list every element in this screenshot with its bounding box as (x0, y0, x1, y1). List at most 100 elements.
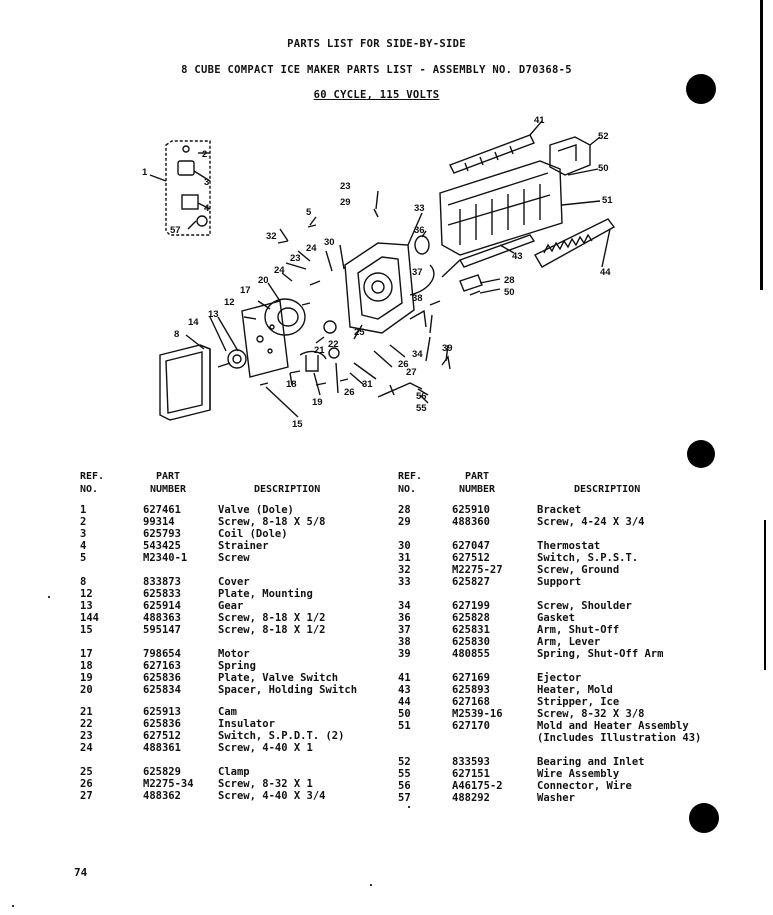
callout-8: 8 (174, 329, 179, 340)
ref-cell: 31 (398, 552, 411, 564)
part-number-cell: 627461 (143, 504, 181, 516)
callout-21: 21 (314, 345, 325, 356)
callout-1: 1 (142, 167, 148, 178)
ref-cell: 41 (398, 672, 411, 684)
part-number-cell: 798654 (143, 648, 181, 660)
callout-32: 32 (266, 231, 277, 242)
part-number-cell: 625833 (143, 588, 181, 600)
ref-cell: 26 (80, 778, 93, 790)
callout-5: 5 (306, 207, 312, 218)
description-cell: Gear (218, 600, 244, 612)
col-header-part-right: PART NUMBER (452, 470, 502, 496)
part-number-cell: 488292 (452, 792, 490, 804)
part-number-cell: 627169 (452, 672, 490, 684)
description-cell: Valve (Dole) (218, 504, 294, 516)
callout-50a: 50 (598, 163, 609, 174)
ref-cell: 20 (80, 684, 93, 696)
part-number-cell: M2340-1 (143, 552, 188, 564)
callout-39: 39 (442, 343, 453, 354)
part-number-cell: M2275-34 (143, 778, 194, 790)
part-number-cell: 627047 (452, 540, 490, 552)
ref-cell: 29 (398, 516, 411, 528)
description-cell: Screw (218, 552, 250, 564)
description-cell: Connector, Wire (537, 780, 632, 792)
part-number-cell: 625829 (143, 766, 181, 778)
ref-cell: 55 (398, 768, 411, 780)
page-edge-right-lower (764, 520, 766, 670)
description-cell: Motor (218, 648, 250, 660)
callout-20: 20 (258, 275, 269, 286)
ref-cell: 12 (80, 588, 93, 600)
callout-26b: 26 (344, 387, 355, 398)
col-header-part-line2: NUMBER (149, 484, 187, 495)
part-number-cell: 833593 (452, 756, 490, 768)
ref-cell: 32 (398, 564, 411, 576)
part-number-cell: 625914 (143, 600, 181, 612)
description-cell: Support (537, 576, 582, 588)
description-cell: Mold and Heater Assembly (537, 720, 689, 732)
description-cell: Coil (Dole) (218, 528, 288, 540)
part-number-cell: 627151 (452, 768, 490, 780)
part-number-cell: 488361 (143, 742, 181, 754)
ref-cell: 24 (80, 742, 93, 754)
callout-50b: 50 (504, 287, 515, 298)
callout-57: 57 (170, 225, 181, 236)
page-number: 74 (74, 866, 88, 879)
callout-17: 17 (240, 285, 251, 296)
callout-14: 14 (188, 317, 199, 328)
description-cell: Switch, S.P.S.T. (537, 552, 639, 564)
callout-30: 30 (324, 237, 335, 248)
description-cell: Cover (218, 576, 250, 588)
part-number-cell: 625836 (143, 718, 181, 730)
description-cell: Screw, 8-32 X 1 (218, 778, 313, 790)
callout-51: 51 (602, 195, 613, 206)
punch-hole-bottom (689, 803, 719, 833)
col-header-part-line1: PART (464, 471, 490, 482)
description-cell: Spacer, Holding Switch (218, 684, 358, 696)
description-cell: Thermostat (537, 540, 601, 552)
ref-cell: 15 (80, 624, 93, 636)
ref-cell: 51 (398, 720, 411, 732)
part-number-cell: 625828 (452, 612, 490, 624)
part-number-cell: 488360 (452, 516, 490, 528)
assembly-subtitle: 8 CUBE COMPACT ICE MAKER PARTS LIST - AS… (181, 64, 572, 76)
ref-cell: 37 (398, 624, 411, 636)
ref-cell: 13 (80, 600, 93, 612)
ref-cell: 5 (80, 552, 87, 564)
ref-cell: 25 (80, 766, 93, 778)
col-header-desc-right: DESCRIPTION (574, 484, 641, 495)
callout-29: 29 (340, 197, 351, 208)
ref-cell: 43 (398, 684, 411, 696)
description-cell: Spring (218, 660, 256, 672)
speck (370, 884, 372, 886)
part-number-cell: 625834 (143, 684, 181, 696)
callout-36: 36 (414, 225, 425, 236)
part-number-cell: M2539-16 (452, 708, 503, 720)
col-header-desc-left: DESCRIPTION (254, 484, 321, 495)
page-title: PARTS LIST FOR SIDE-BY-SIDE (287, 38, 466, 50)
callout-4: 4 (204, 203, 210, 214)
callout-41: 41 (534, 115, 545, 126)
speck (48, 596, 50, 598)
description-cell: Screw, Shoulder (537, 600, 632, 612)
description-cell: Plate, Mounting (218, 588, 313, 600)
callout-33: 33 (414, 203, 425, 214)
ref-cell: 50 (398, 708, 411, 720)
col-header-ref-line1: REF. (398, 471, 423, 482)
ref-cell: 23 (80, 730, 93, 742)
part-number-cell: 627163 (143, 660, 181, 672)
ref-cell: 57 (398, 792, 411, 804)
description-cell: Screw, 8-32 X 3/8 (537, 708, 645, 720)
ref-cell: 3 (80, 528, 87, 540)
callout-43: 43 (512, 251, 523, 262)
callout-27: 27 (406, 367, 417, 378)
callout-44: 44 (600, 267, 611, 278)
col-header-part-left: PART NUMBER (143, 470, 193, 496)
ref-cell: 17 (80, 648, 93, 660)
description-cell: Heater, Mold (537, 684, 613, 696)
description-cell: Screw, 8-18 X 1/2 (218, 612, 326, 624)
description-cell: Screw, Ground (537, 564, 620, 576)
description-cell: Insulator (218, 718, 275, 730)
description-cell: Strainer (218, 540, 269, 552)
callout-24b: 24 (306, 243, 317, 254)
